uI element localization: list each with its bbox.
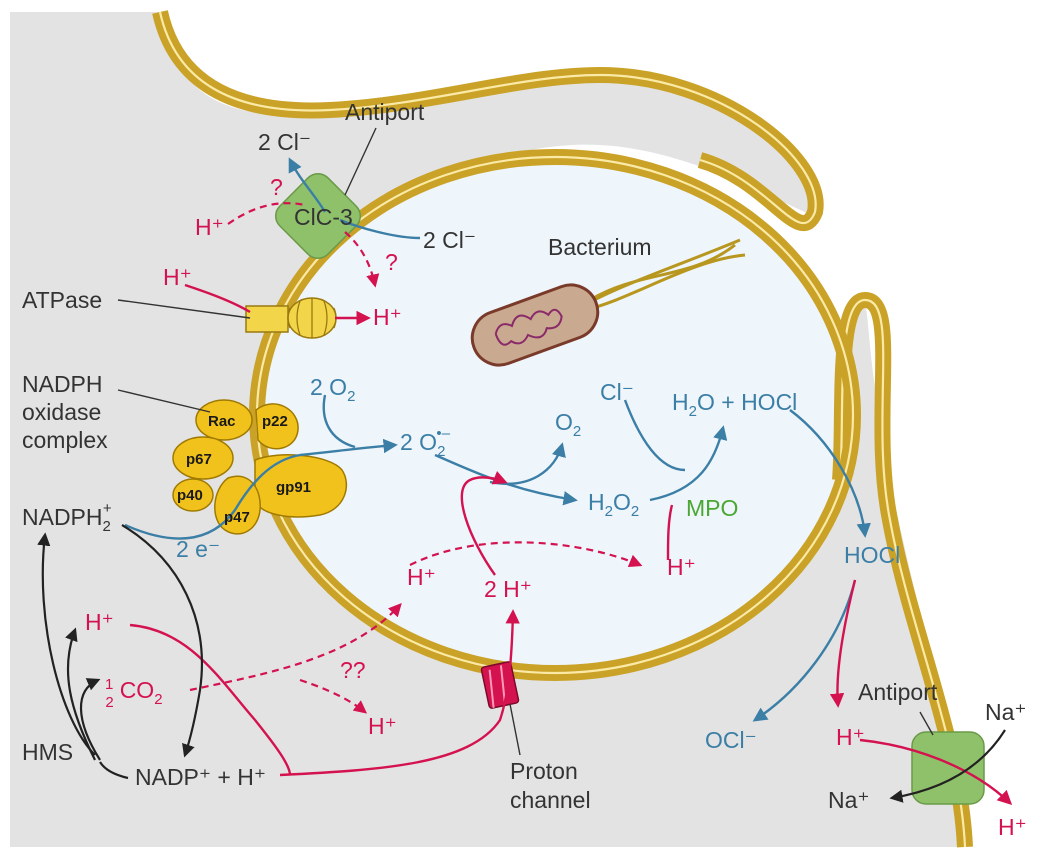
arrow-o2-in — [322, 394, 356, 449]
label-nadph2: NADPH2+ — [22, 500, 112, 535]
arrow-hms-to-h — [65, 627, 96, 761]
label-2o2-superoxide: 2 O2•– — [400, 425, 451, 460]
label-2cl-out: 2 Cl⁻ — [258, 129, 311, 155]
label-clc3: ClC-3 — [294, 204, 353, 230]
arrow-h-dashed-lumen — [409, 541, 643, 568]
label-2h: 2 H⁺ — [484, 576, 532, 602]
label-h-mpo: H⁺ — [667, 554, 696, 580]
label-nadph-oxidase-3: complex — [22, 427, 108, 453]
label-atpase: ATPase — [22, 287, 102, 313]
arrow-to-hocl — [649, 425, 728, 502]
arrow-cl-out — [288, 157, 327, 213]
label-nadph-oxidase-2: oxidase — [22, 399, 101, 425]
label-proton-channel-1: Proton — [510, 758, 578, 784]
label-mpo: MPO — [686, 495, 738, 521]
arrow-h-atpase — [184, 283, 251, 314]
label-h-clc: H⁺ — [195, 214, 224, 240]
subunit-rac: Rac — [208, 413, 236, 430]
arrow-h-antiport-out — [859, 738, 1013, 805]
subunit-p40: p40 — [177, 487, 203, 504]
subunit-p47: p47 — [224, 509, 250, 526]
label-nadp: NADP⁺ + H⁺ — [135, 764, 266, 790]
label-na-out: Na⁺ — [985, 699, 1027, 725]
arrow-hms-to-co2 — [79, 678, 101, 761]
arrow-nadp-to-hms — [99, 761, 129, 780]
leader-proton-channel — [509, 703, 521, 756]
label-hms: HMS — [22, 739, 73, 765]
leader-nadph-oxidase — [117, 389, 211, 413]
label-nadph-oxidase-1: NADPH — [22, 371, 103, 397]
arrow-h-clc-in-dashed — [344, 231, 380, 288]
leader-atpase — [117, 299, 251, 319]
arrow-cl-to-hocl — [623, 399, 686, 472]
extracellular-space — [160, 12, 1045, 847]
label-h2o2: H2O2 — [588, 489, 639, 520]
label-na-in: Na⁺ — [828, 787, 870, 813]
label-h-left: H⁺ — [85, 609, 114, 635]
label-h-antiport: H⁺ — [836, 724, 865, 750]
label-h-out: H⁺ — [998, 814, 1027, 840]
label-2e: 2 e⁻ — [176, 536, 220, 562]
arrow-h-clc-dashed — [227, 202, 306, 225]
arrow-cl-in — [339, 218, 421, 240]
bacterium — [470, 238, 746, 367]
leader-antiport-top — [344, 127, 377, 196]
subunit-p22: p22 — [262, 413, 288, 430]
label-ocl: OCl⁻ — [705, 727, 757, 753]
atpase-pump — [245, 297, 337, 339]
arrow-ocl — [752, 579, 857, 722]
arrow-h-nadp-path — [129, 623, 292, 776]
arrow-h-hocl — [829, 579, 857, 708]
label-h-lumen-1: H⁺ — [407, 564, 436, 590]
label-cl-minus: Cl⁻ — [600, 379, 634, 405]
label-proton-channel-2: channel — [510, 787, 591, 813]
arrow-co2-dashed — [189, 603, 402, 692]
arrow-hms-to-nadph — [37, 532, 96, 756]
arrow-na-in — [889, 729, 1006, 803]
label-2cl-in: 2 Cl⁻ — [423, 227, 476, 253]
label-bacterium: Bacterium — [548, 234, 652, 260]
label-question-1: ? — [270, 174, 283, 200]
phagosome-lumen — [257, 157, 853, 673]
nadph-oxidase-complex — [172, 399, 348, 535]
label-hocl: HOCl — [844, 542, 900, 568]
label-antiport-top: Antiport — [345, 99, 425, 125]
label-question-double: ?? — [340, 657, 366, 683]
label-h-co2: H⁺ — [368, 713, 397, 739]
subunit-gp91: gp91 — [276, 479, 311, 496]
arrow-co2-dashed-2 — [299, 678, 368, 714]
arrow-h-proton-channel — [279, 609, 520, 777]
leader-antiport-right — [919, 711, 934, 736]
subunit-p67: p67 — [186, 451, 212, 468]
label-h-atpase-out: H⁺ — [373, 304, 402, 330]
clc3-channel — [274, 172, 362, 260]
arrow-2h-loop — [460, 471, 508, 576]
arrow-electrons — [124, 453, 301, 540]
label-h-atpase-in: H⁺ — [163, 264, 192, 290]
arrow-hocl-out — [789, 409, 871, 538]
label-h2o-hocl: H2O + HOCl — [672, 389, 797, 420]
label-antiport-right: Antiport — [858, 679, 938, 705]
label-question-2: ? — [385, 249, 398, 275]
arrow-nadph-to-nadp — [121, 524, 203, 758]
antiport-na-h — [911, 731, 985, 805]
arrow-superoxide — [299, 438, 398, 457]
arrow-h-mpo — [666, 504, 674, 561]
